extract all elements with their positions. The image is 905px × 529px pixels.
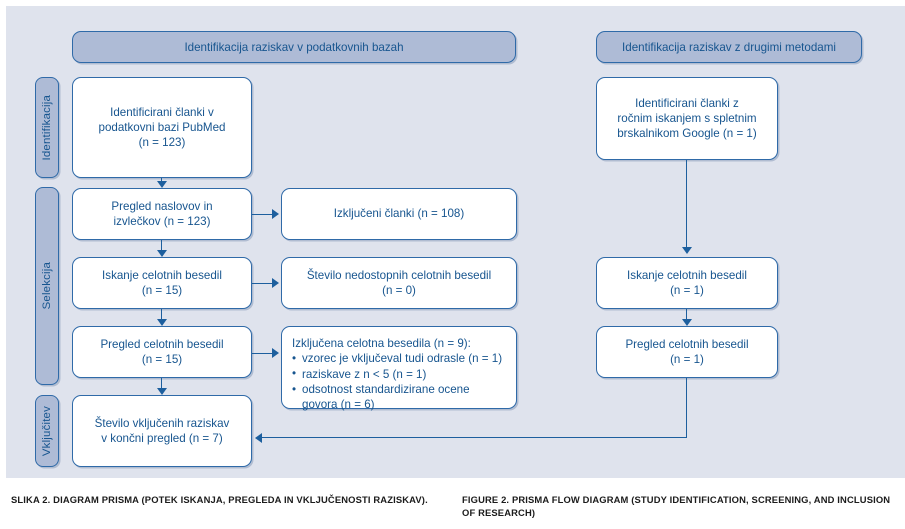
stage-label-selekcija-text: Selekcija xyxy=(41,262,53,310)
node-excluded-fulltexts: Izključena celotna besedila (n = 9): vzo… xyxy=(281,326,517,411)
connector-right-fulltext-search-to-review xyxy=(686,309,688,319)
prisma-figure-panel: Identifikacija raziskav v podatkovnih ba… xyxy=(6,6,905,478)
connector-fulltext-review-to-excluded-fulltexts xyxy=(252,352,274,354)
node-fulltext-review-right: Pregled celotnih besedil (n = 1) xyxy=(596,326,778,378)
stage-label-selekcija: Selekcija xyxy=(35,187,59,385)
exclusion-reason-item: odsotnost standardizirane ocene govora (… xyxy=(292,382,508,413)
stage-label-identifikacija-text: Identifikacija xyxy=(41,94,53,161)
arrowhead-fulltext-review-to-included xyxy=(156,388,167,395)
node-included-studies: Število vključenih raziskav v končni pre… xyxy=(72,395,252,467)
node-title-abstract-screening: Pregled naslovov in izvlečkov (n = 123) xyxy=(72,188,252,240)
connector-manual-identified-to-fulltext-search xyxy=(686,160,688,247)
exclusion-reason-item: raziskave z n < 5 (n = 1) xyxy=(292,366,508,382)
arrowhead-screening-to-fulltext-search xyxy=(156,250,167,257)
header-databases: Identifikacija raziskav v podatkovnih ba… xyxy=(72,31,516,63)
connector-screening-to-excluded-articles xyxy=(252,213,274,215)
arrowhead-screening-to-excluded-articles xyxy=(272,209,279,219)
node-unavailable-fulltexts: Število nedostopnih celotnih besedil (n … xyxy=(281,257,517,309)
exclusion-reason-item: vzorec je vključeval tudi odrasle (n = 1… xyxy=(292,351,508,367)
stage-label-identifikacija: Identifikacija xyxy=(35,77,59,178)
connector-fulltext-search-to-unavailable xyxy=(252,282,274,284)
connector-screening-to-fulltext-search xyxy=(161,240,163,250)
connector-right-review-to-included xyxy=(262,437,687,439)
connector-identified-to-screening xyxy=(161,178,163,182)
node-fulltext-search-right-label: Iskanje celotnih besedil (n = 1) xyxy=(627,268,747,297)
node-excluded-articles-label: Izključeni članki (n = 108) xyxy=(333,207,465,221)
stage-label-vkljucitev-text: Vključitev xyxy=(41,405,53,457)
node-fulltext-search-right: Iskanje celotnih besedil (n = 1) xyxy=(596,257,778,309)
arrowhead-right-review-to-included xyxy=(255,433,262,443)
arrowhead-manual-identified-to-fulltext-search xyxy=(681,247,692,254)
node-fulltext-review-right-label: Pregled celotnih besedil (n = 1) xyxy=(625,337,749,366)
node-fulltext-review-left: Pregled celotnih besedil (n = 15) xyxy=(72,326,252,378)
connector-right-review-down xyxy=(686,378,688,438)
node-fulltext-search-left-label: Iskanje celotnih besedil (n = 15) xyxy=(102,268,222,297)
caption-english: FIGURE 2. PRISMA FLOW DIAGRAM (STUDY IDE… xyxy=(462,494,891,518)
node-excluded-fulltexts-title: Izključena celotna besedila (n = 9): xyxy=(292,337,471,350)
header-databases-label: Identifikacija raziskav v podatkovnih ba… xyxy=(184,40,404,54)
connector-fulltext-search-to-review xyxy=(161,309,163,319)
arrowhead-fulltext-search-to-review xyxy=(156,319,167,326)
arrowhead-right-fulltext-search-to-review xyxy=(681,319,692,326)
arrowhead-fulltext-review-to-excluded-fulltexts xyxy=(272,348,279,358)
caption-slovene: SLIKA 2. DIAGRAM PRISMA (POTEK ISKANJA, … xyxy=(11,494,428,505)
node-fulltext-search-left: Iskanje celotnih besedil (n = 15) xyxy=(72,257,252,309)
header-other-methods: Identifikacija raziskav z drugimi metoda… xyxy=(596,31,862,63)
node-manual-identified: Identificirani članki z ročnim iskanjem … xyxy=(596,77,778,160)
header-other-methods-label: Identifikacija raziskav z drugimi metoda… xyxy=(622,40,836,54)
connector-fulltext-review-to-included xyxy=(161,378,163,388)
stage-label-vkljucitev: Vključitev xyxy=(35,395,59,467)
arrowhead-identified-to-screening xyxy=(156,181,167,188)
node-excluded-fulltexts-reasons: vzorec je vključeval tudi odrasle (n = 1… xyxy=(292,351,508,413)
node-db-identified-label: Identificirani članki v podatkovni bazi … xyxy=(98,105,226,150)
node-manual-identified-label: Identificirani članki z ročnim iskanjem … xyxy=(617,96,757,141)
node-title-abstract-screening-label: Pregled naslovov in izvlečkov (n = 123) xyxy=(111,199,213,228)
arrowhead-fulltext-search-to-unavailable xyxy=(272,278,279,288)
node-excluded-articles: Izključeni članki (n = 108) xyxy=(281,188,517,240)
node-fulltext-review-left-label: Pregled celotnih besedil (n = 15) xyxy=(100,337,224,366)
node-db-identified: Identificirani članki v podatkovni bazi … xyxy=(72,77,252,178)
node-included-studies-label: Število vključenih raziskav v končni pre… xyxy=(94,416,230,445)
node-unavailable-fulltexts-label: Število nedostopnih celotnih besedil (n … xyxy=(306,268,492,297)
